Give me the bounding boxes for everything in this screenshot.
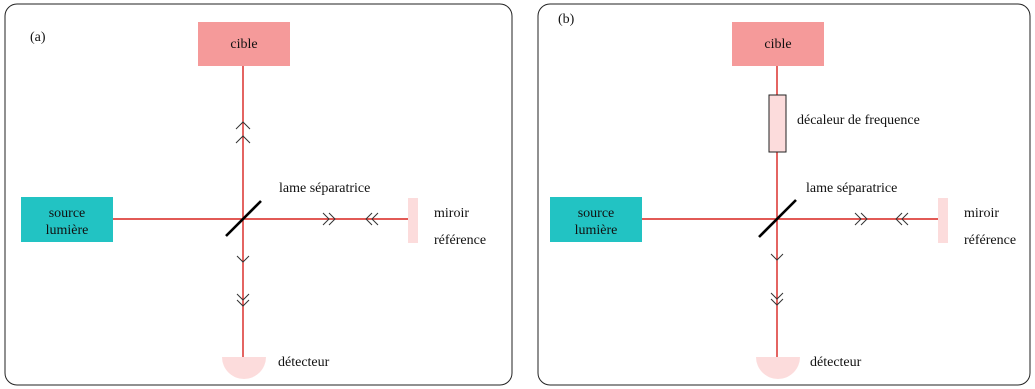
panel-b-detector (756, 357, 800, 379)
panel-a-target (198, 22, 290, 66)
panel-b-target (732, 22, 824, 66)
panel-a-arrow-up-2 (235, 135, 251, 144)
panel-b-detector-label: détecteur (810, 355, 862, 370)
panel-a-tag: (a) (30, 30, 46, 45)
panel-b-arrow-down-3 (770, 298, 784, 306)
panel-b-arrow-down-1 (770, 253, 784, 261)
panel-a-arrow-left-2 (371, 212, 379, 226)
panel-a-frame (4, 3, 513, 386)
panel-b-shifter-label: décaleur de frequence (797, 113, 920, 128)
panel-a: (a) cible source lumière lame séparatric… (4, 3, 513, 386)
panel-a-source (21, 197, 113, 242)
panel-a-splitter-label: lame séparatrice (279, 181, 370, 196)
panel-b-tag: (b) (558, 12, 575, 27)
panel-b-arrow-left-2 (901, 212, 909, 226)
panel-a-mirror-label-2: référence (434, 233, 486, 248)
panel-a-detector-label: détecteur (278, 355, 330, 370)
panel-b-arrow-right-1 (854, 212, 862, 226)
panel-a-arrow-right-2 (328, 212, 336, 226)
panel-b-source (550, 197, 642, 242)
panel-b-mirror-label-2: référence (964, 233, 1016, 248)
panel-a-beam-splitter (225, 200, 262, 237)
panel-a-arrow-down-1 (236, 255, 250, 263)
panel-a-mirror-label-1: miroir (434, 206, 469, 221)
panel-a-source-label-2: lumière (46, 223, 89, 238)
panel-b-splitter-label: lame séparatrice (806, 181, 897, 196)
panel-b-arrow-left-1 (895, 212, 903, 226)
panel-a-reference-mirror (408, 198, 418, 243)
panel-a-arrow-down-3 (236, 299, 250, 307)
panel-a-arrow-left-1 (365, 212, 373, 226)
panel-b-frequency-shifter (768, 94, 787, 153)
panel-b-beam-splitter (758, 199, 797, 238)
panel-a-arrow-up-1 (235, 121, 251, 130)
panel-a-arrow-down-2 (236, 293, 250, 301)
panel-b: (b) cible décaleur de frequence source l… (537, 3, 1031, 386)
panel-a-target-label: cible (230, 37, 257, 52)
panel-b-source-label-1: source (578, 206, 615, 221)
panel-a-arrow-right-1 (322, 212, 330, 226)
panel-b-source-label-2: lumière (575, 223, 618, 238)
panel-b-arrow-down-2 (770, 292, 784, 300)
panel-b-mirror-label-1: miroir (964, 206, 999, 221)
panel-a-source-label-1: source (49, 206, 86, 221)
panel-b-frame (537, 3, 1031, 386)
panel-b-arrow-right-2 (860, 212, 868, 226)
panel-b-target-label: cible (764, 37, 791, 52)
panel-b-reference-mirror (938, 198, 948, 243)
panel-a-detector (222, 357, 266, 379)
